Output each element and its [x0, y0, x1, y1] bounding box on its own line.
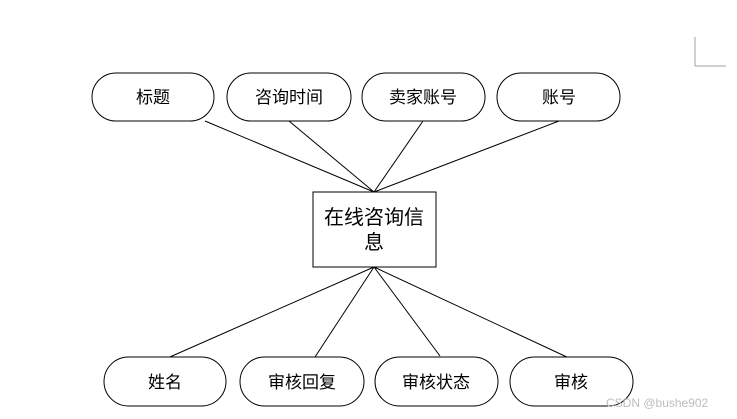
connector-bottom-3	[373, 266, 441, 357]
connector-top-4	[373, 120, 560, 193]
attribute-review: 审核	[509, 356, 634, 407]
attribute-review-status: 审核状态	[374, 356, 499, 407]
connector-lines	[162, 120, 570, 361]
attribute-shape	[239, 356, 365, 407]
attribute-label: 审核	[554, 373, 588, 393]
connector-bottom-2	[314, 266, 375, 358]
entity-online-consultation: 在线咨询信 息	[312, 191, 437, 268]
entity-label-line-1: 在线咨询信	[324, 205, 424, 229]
attribute-label: 审核状态	[402, 373, 470, 393]
attribute-label: 标题	[136, 88, 170, 108]
attribute-shape	[361, 72, 486, 122]
attribute-label: 审核回复	[268, 373, 336, 393]
attribute-name: 姓名	[103, 356, 227, 407]
connector-bottom-1	[162, 266, 375, 361]
attribute-title: 标题	[91, 72, 215, 122]
attribute-shape	[374, 356, 499, 407]
attribute-label: 咨询时间	[255, 88, 323, 108]
connector-top-2	[288, 120, 375, 193]
attribute-label: 账号	[542, 88, 576, 108]
attribute-shape	[509, 356, 634, 407]
connector-top-1	[204, 120, 375, 193]
attribute-label: 姓名	[148, 373, 182, 393]
attribute-shape	[496, 72, 621, 122]
entity-box	[312, 191, 437, 268]
attribute-shape	[103, 356, 227, 407]
attribute-shape	[91, 72, 215, 122]
attribute-consult-time: 咨询时间	[226, 72, 352, 122]
connector-top-3	[373, 120, 424, 193]
attribute-shape	[226, 72, 352, 122]
attribute-label: 卖家账号	[389, 88, 457, 108]
watermark: CSDN @bushe902	[606, 396, 709, 410]
page-corner-mark	[694, 37, 726, 67]
attribute-review-reply: 审核回复	[239, 356, 365, 407]
entity-label-line-2: 息	[364, 230, 384, 254]
attribute-seller-account: 卖家账号	[361, 72, 486, 122]
connector-bottom-4	[373, 266, 570, 359]
attribute-account: 账号	[496, 72, 621, 122]
